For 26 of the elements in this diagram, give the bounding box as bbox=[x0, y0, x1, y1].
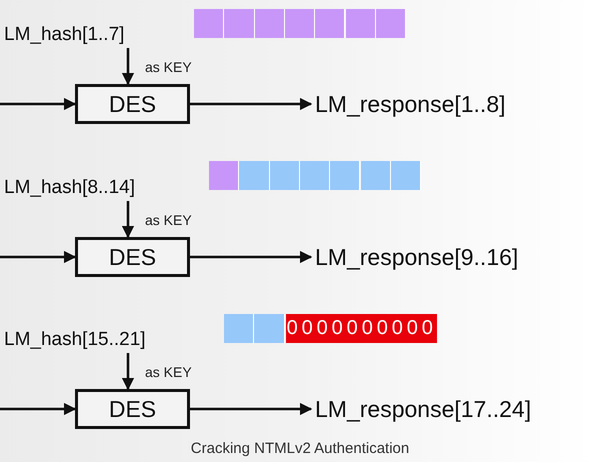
hash-label: LM_hash[8..14] bbox=[4, 178, 135, 197]
arrow bbox=[0, 98, 76, 110]
arrow bbox=[122, 48, 134, 86]
arrow bbox=[122, 201, 134, 238]
response-label: LM_response[9..16] bbox=[315, 246, 518, 269]
arrow bbox=[122, 353, 134, 390]
response-label: LM_response[1..8] bbox=[315, 93, 506, 116]
box-label: DES bbox=[108, 92, 156, 116]
process-box bbox=[75, 389, 190, 429]
arrow bbox=[0, 250, 76, 264]
box-label: DES bbox=[108, 398, 156, 420]
caption: Cracking NTMLv2 Authentication bbox=[190, 440, 410, 457]
edge-label: as KEY bbox=[145, 365, 192, 379]
box-label: DES bbox=[108, 246, 156, 268]
hash-label: LM_hash[1..7] bbox=[4, 25, 124, 44]
process-box bbox=[75, 84, 190, 124]
response-label: LM_response[17..24] bbox=[315, 398, 532, 421]
arrow bbox=[190, 98, 312, 110]
zero-padding-text: 0000000000 bbox=[286, 314, 437, 343]
arrow bbox=[0, 402, 76, 416]
edge-label: as KEY bbox=[145, 60, 192, 74]
process-box bbox=[75, 237, 190, 277]
arrow bbox=[190, 250, 312, 264]
hash-label: LM_hash[15..21] bbox=[4, 330, 146, 349]
arrow bbox=[190, 402, 312, 416]
edge-label: as KEY bbox=[145, 213, 192, 227]
